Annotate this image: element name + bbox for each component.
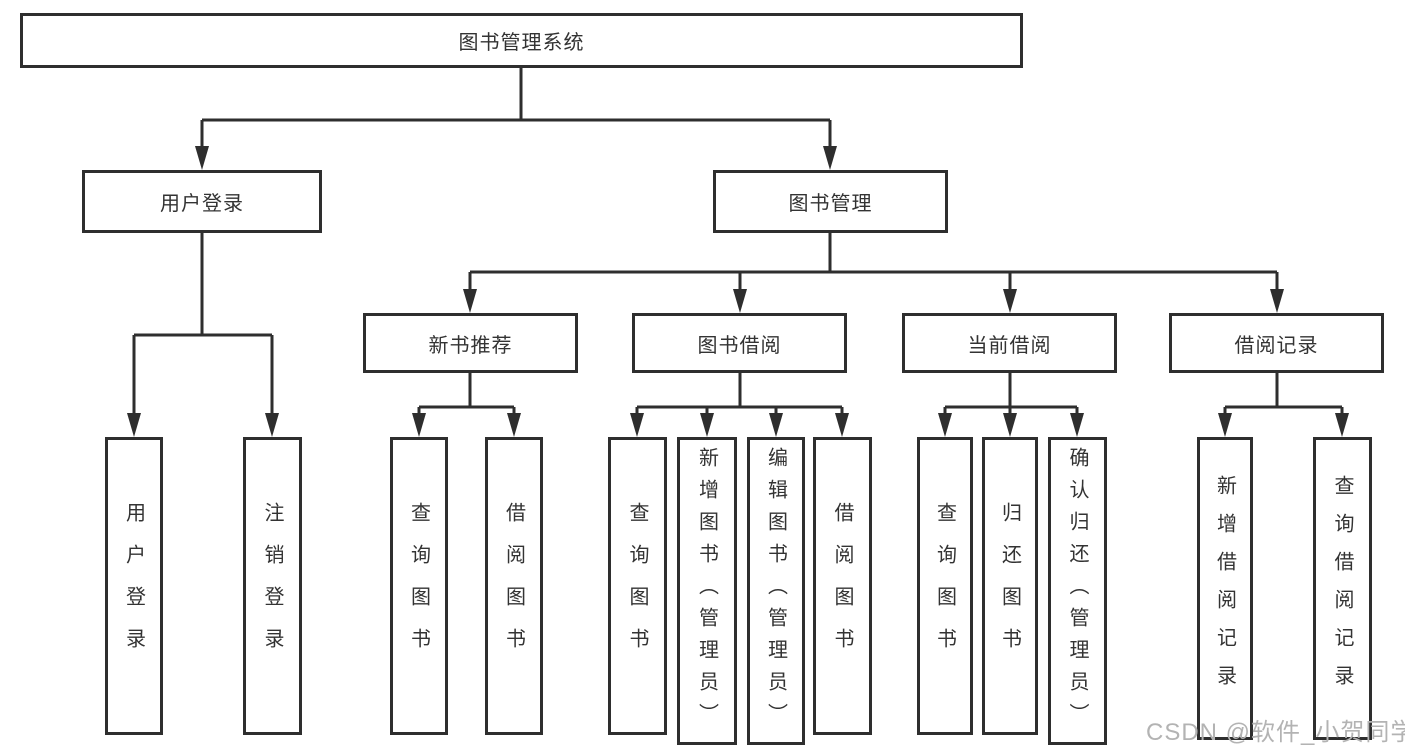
node-leaf-bb-edit-book-admin-label: 编辑图书（管理员） [764, 447, 787, 735]
node-user-login-label: 用户登录 [160, 193, 244, 215]
node-current-borrow-label: 当前借阅 [967, 334, 1052, 357]
node-leaf-br-add-record: 新增借阅记录 [1197, 437, 1253, 740]
node-book-borrow-label: 图书借阅 [697, 334, 782, 357]
node-leaf-user-login-label: 用户登录 [122, 502, 145, 670]
node-user-login: 用户登录 [82, 170, 322, 233]
node-leaf-br-query-record-label: 查询借阅记录 [1331, 474, 1353, 703]
node-borrow-records: 借阅记录 [1169, 313, 1384, 373]
node-current-borrow: 当前借阅 [902, 313, 1117, 373]
node-leaf-logout-label: 注销登录 [261, 502, 283, 670]
node-leaf-bb-edit-book-admin: 编辑图书（管理员） [747, 437, 805, 745]
node-leaf-rec-query-book: 查询图书 [390, 437, 448, 735]
node-leaf-rec-borrow-book: 借阅图书 [485, 437, 543, 735]
node-leaf-cb-query-book: 查询图书 [917, 437, 973, 735]
node-leaf-cb-return-book-label: 归还图书 [998, 502, 1021, 670]
node-borrow-records-label: 借阅记录 [1234, 334, 1319, 357]
node-leaf-bb-borrow-book: 借阅图书 [813, 437, 872, 735]
node-leaf-bb-query-book-label: 查询图书 [626, 502, 648, 670]
node-leaf-cb-return-book: 归还图书 [982, 437, 1038, 735]
node-leaf-bb-add-book-admin: 新增图书（管理员） [677, 437, 737, 745]
node-root-label: 图书管理系统 [458, 32, 585, 54]
node-new-book-recommend: 新书推荐 [363, 313, 578, 373]
node-root: 图书管理系统 [20, 13, 1023, 68]
node-leaf-bb-borrow-book-label: 借阅图书 [831, 502, 853, 670]
node-leaf-bb-query-book: 查询图书 [608, 437, 667, 735]
node-new-book-recommend-label: 新书推荐 [428, 334, 513, 357]
node-leaf-rec-query-book-label: 查询图书 [407, 502, 430, 670]
node-leaf-br-query-record: 查询借阅记录 [1313, 437, 1372, 740]
node-leaf-cb-query-book-label: 查询图书 [933, 502, 956, 670]
node-leaf-user-login: 用户登录 [105, 437, 163, 735]
node-book-management-label: 图书管理 [788, 193, 873, 215]
node-leaf-bb-add-book-admin-label: 新增图书（管理员） [695, 447, 718, 735]
node-leaf-br-add-record-label: 新增借阅记录 [1213, 474, 1236, 703]
node-leaf-cb-confirm-return-admin: 确认归还（管理员） [1048, 437, 1107, 745]
csdn-watermark: CSDN @软件_小贺同学 [1146, 719, 1405, 746]
node-book-borrow: 图书借阅 [632, 313, 847, 373]
node-leaf-rec-borrow-book-label: 借阅图书 [502, 502, 525, 670]
node-leaf-logout: 注销登录 [243, 437, 302, 735]
node-leaf-cb-confirm-return-admin-label: 确认归还（管理员） [1066, 447, 1088, 735]
node-book-management: 图书管理 [713, 170, 948, 233]
